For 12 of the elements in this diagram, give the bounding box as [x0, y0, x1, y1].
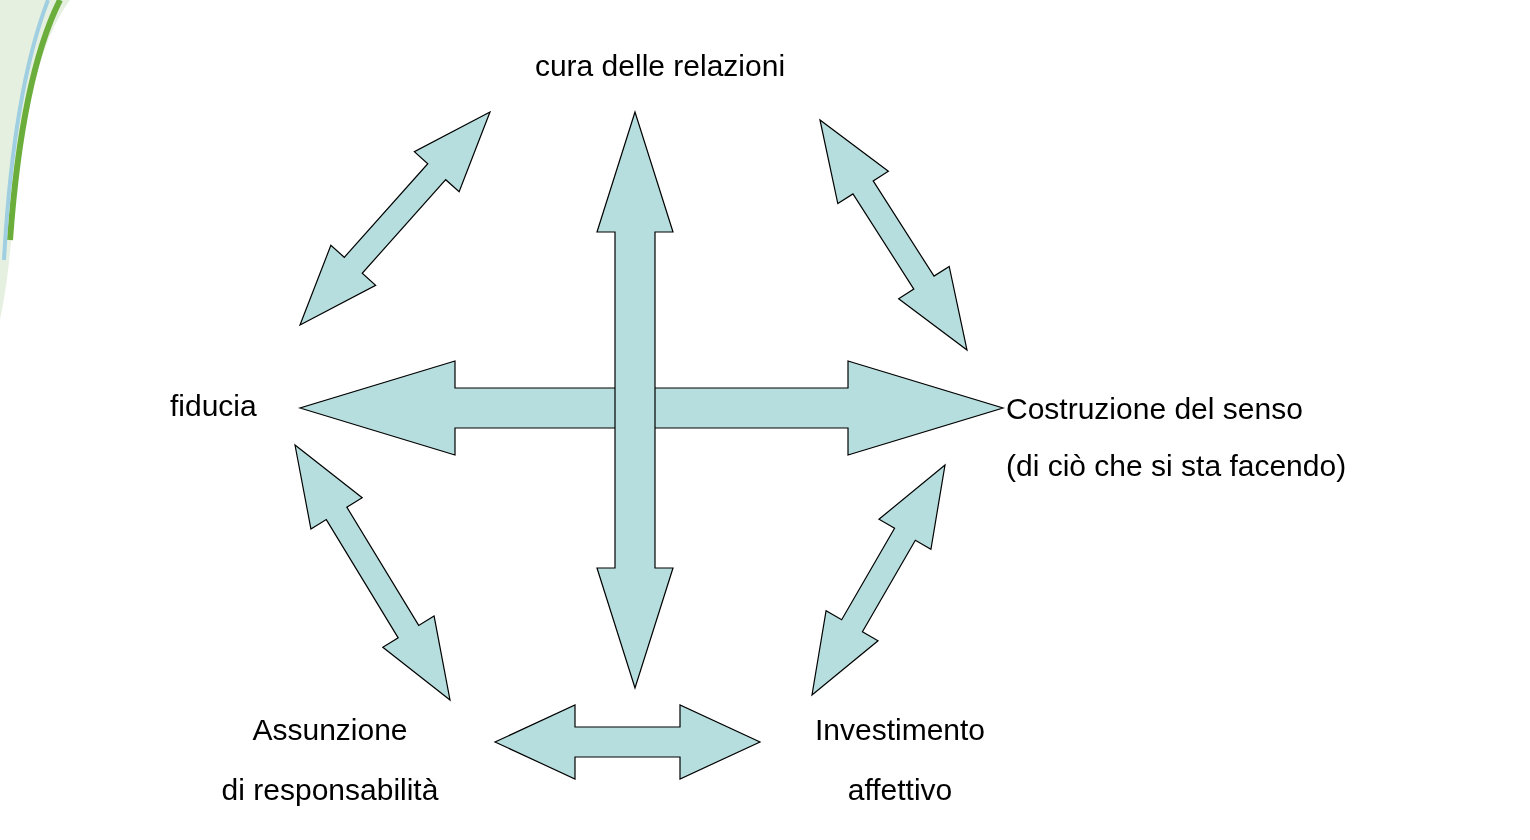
- concept-label: Assunzione di responsabilità: [180, 700, 480, 820]
- double-arrow: [596, 110, 674, 690]
- concept-label: cura delle relazioni: [480, 44, 840, 88]
- concept-label: Investimento affettivo: [750, 700, 1050, 820]
- double-arrow: [811, 463, 946, 697]
- concept-label: Costruzione del senso (di ciò che si sta facendo): [1006, 380, 1526, 494]
- double-arrow: [298, 110, 492, 327]
- double-arrow: [294, 443, 451, 702]
- double-arrow: [297, 360, 1006, 456]
- double-arrow: [819, 118, 968, 352]
- concept-label: fiducia: [170, 384, 280, 428]
- double-arrow: [493, 704, 762, 780]
